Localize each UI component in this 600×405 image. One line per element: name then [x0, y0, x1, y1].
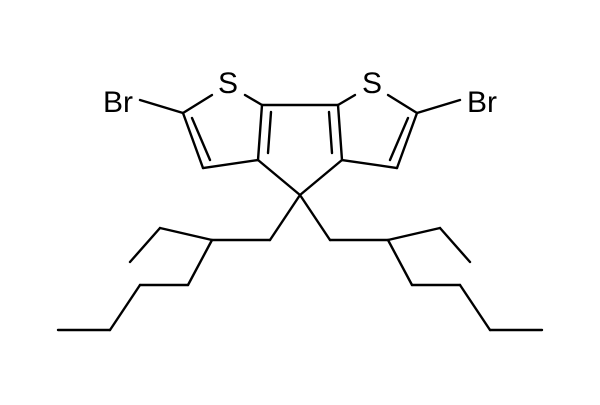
bromine-label-left: Br — [103, 86, 133, 119]
bond-c5-br — [415, 98, 462, 115]
bond-c6-c6a — [340, 158, 399, 170]
bond-c3a-c7a — [256, 103, 264, 162]
bond-c6a-c4a-double — [327, 110, 334, 155]
bond-c3a-c4 — [256, 158, 302, 197]
bond-s2-c4a — [336, 93, 357, 107]
bond-ch-ethyl1-right — [386, 226, 442, 242]
sulfur-label-right: S — [362, 67, 382, 100]
bond-c4-ch2-left — [268, 193, 302, 242]
sulfur-label-left: S — [218, 67, 238, 100]
bond-c4-ch2-right — [298, 193, 332, 242]
bond-c3a-c7a-double — [266, 110, 273, 155]
bond-c2-br — [138, 98, 185, 115]
bond-ch-butyl1-left — [186, 238, 214, 287]
bond-ch-butyl1-right — [386, 238, 414, 287]
bond-ethyl2-left — [128, 226, 162, 264]
bond-c6a-c4a — [336, 103, 344, 162]
bond-c6a-c4 — [298, 158, 344, 197]
bond-s1-c2 — [181, 93, 214, 115]
bonds — [56, 93, 544, 332]
bond-ethyl2-right — [438, 226, 472, 264]
bond-c5-c6-double — [388, 116, 410, 162]
bond-s2-c5 — [386, 93, 419, 115]
bond-c3-c3a — [201, 158, 260, 170]
bond-ch-ethyl1-left — [158, 226, 214, 242]
bond-c2-c3-double — [190, 116, 212, 162]
bond-c5-c6 — [395, 111, 419, 170]
atom-labels: S S Br Br — [103, 67, 497, 119]
bond-butyl3-right — [458, 283, 492, 332]
bond-c2-c3 — [181, 111, 205, 170]
bond-s1-c7a — [243, 93, 264, 107]
bromine-label-right: Br — [467, 86, 497, 119]
bond-butyl3-left — [108, 283, 142, 332]
